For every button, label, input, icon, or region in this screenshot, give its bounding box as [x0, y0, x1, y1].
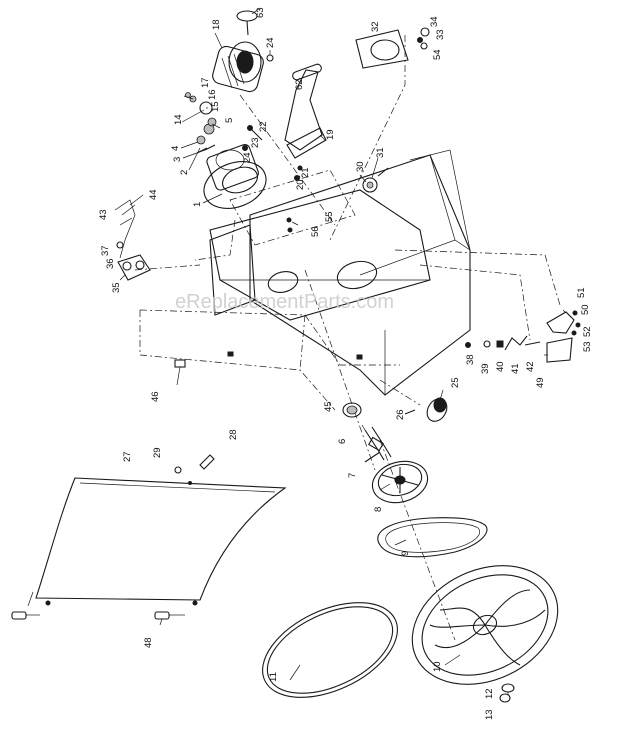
callout-62: 62: [294, 79, 305, 90]
callout-46: 46: [150, 391, 161, 402]
callout-53: 53: [582, 341, 593, 352]
callout-51: 51: [576, 287, 587, 298]
callout-36: 36: [105, 258, 116, 269]
callout-50: 50: [580, 304, 591, 315]
callout-38: 38: [465, 354, 476, 365]
callout-35: 35: [111, 282, 122, 293]
part-callouts: 1 2 3 4 5 6 7 8 9 10 11 12 13 14 15 16 1…: [98, 7, 593, 720]
callout-2: 2: [179, 170, 190, 175]
callout-9: 9: [400, 551, 411, 556]
callout-29: 29: [152, 447, 163, 458]
callout-17: 17: [200, 77, 211, 88]
callout-63: 63: [255, 7, 266, 18]
leader-lines: [27, 7, 567, 695]
callout-7: 7: [347, 473, 358, 478]
callout-11: 11: [268, 672, 279, 682]
callout-39: 39: [480, 363, 491, 374]
watermark: eReplacementParts.com: [175, 291, 394, 313]
callout-6: 6: [337, 439, 348, 444]
callout-31: 31: [375, 147, 386, 158]
callout-56: 56: [310, 226, 321, 237]
callout-8: 8: [373, 507, 384, 512]
drive-pulley-assembly: [262, 397, 559, 703]
callout-1: 1: [192, 202, 203, 207]
callout-27: 27: [122, 451, 133, 462]
callout-22: 22: [258, 121, 269, 132]
callout-14: 14: [173, 114, 184, 125]
cabinet-door: [11, 454, 287, 620]
callout-26: 26: [395, 409, 406, 420]
callout-18: 18: [211, 19, 222, 30]
callout-52: 52: [582, 326, 593, 337]
label-46: [174, 359, 186, 368]
callout-33: 33: [435, 29, 446, 40]
callout-55: 55: [324, 211, 335, 222]
callout-42: 42: [525, 361, 536, 372]
motor-assembly: [185, 10, 389, 233]
callout-41: 41: [510, 363, 521, 374]
tension-parts: [465, 310, 581, 363]
callout-5: 5: [224, 118, 235, 123]
callout-12: 12: [484, 688, 495, 699]
cover-plate-32: [355, 27, 430, 69]
callout-16: 16: [207, 89, 218, 100]
callout-24-lower: 24: [242, 152, 253, 163]
callout-10: 10: [432, 661, 443, 672]
callout-21: 21: [300, 167, 311, 178]
callout-40: 40: [495, 361, 506, 372]
callout-13: 13: [484, 709, 495, 720]
switch-assembly: [114, 199, 151, 281]
callout-28: 28: [228, 429, 239, 440]
callout-19: 19: [325, 129, 336, 140]
callout-49: 49: [535, 377, 546, 388]
callout-48: 48: [143, 637, 154, 648]
callout-4: 4: [170, 146, 181, 151]
callout-54: 54: [432, 49, 443, 60]
callout-32: 32: [370, 21, 381, 32]
callout-34: 34: [429, 16, 440, 27]
callout-15: 15: [210, 101, 221, 112]
callout-37: 37: [100, 245, 111, 256]
callout-44: 44: [148, 189, 159, 200]
callout-30: 30: [355, 161, 366, 172]
callout-23: 23: [250, 137, 261, 148]
callout-24-upper: 24: [265, 37, 276, 48]
saw-frame: [139, 149, 471, 411]
callout-43: 43: [98, 209, 109, 220]
assembly-center-lines: [134, 35, 561, 641]
callout-3: 3: [172, 157, 183, 162]
callout-25: 25: [450, 377, 461, 388]
callout-20: 20: [295, 179, 306, 190]
callout-45: 45: [323, 401, 334, 412]
